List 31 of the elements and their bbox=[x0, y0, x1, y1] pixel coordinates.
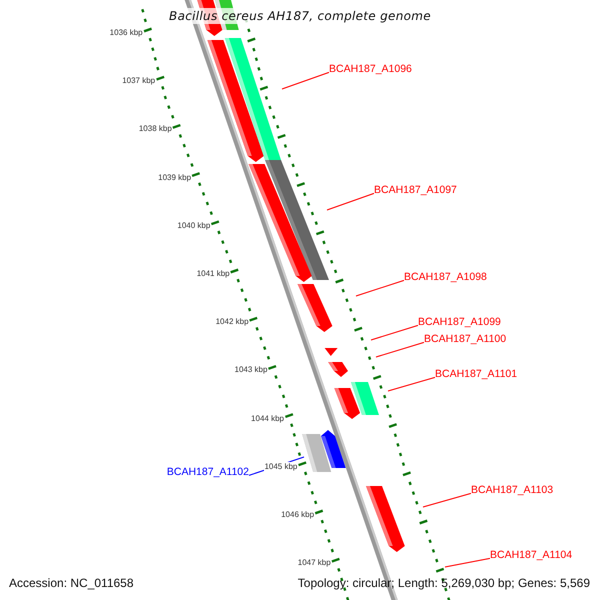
accession-text: Accession: NC_011658 bbox=[9, 576, 134, 590]
gene-label: BCAH187_A1102 bbox=[166, 466, 249, 479]
scale-label: 1036 kbp bbox=[110, 28, 143, 38]
genome-info-text: Topology: circular; Length: 5,269,030 bp; Genes: 5,569 bbox=[298, 576, 590, 590]
leader-line bbox=[356, 280, 404, 296]
gene-label: BCAH187_A1099 bbox=[418, 316, 501, 329]
gene-label: BCAH187_A1101 bbox=[435, 368, 518, 381]
leader-line bbox=[388, 376, 436, 392]
scale-label: 1043 kbp bbox=[234, 365, 268, 376]
scale-label: 1046 kbp bbox=[281, 510, 314, 520]
scale-label: 1047 kbp bbox=[298, 558, 331, 568]
gene-label: BCAH187_A1100 bbox=[424, 333, 506, 346]
gene-label: BCAH187_A1098 bbox=[404, 271, 487, 284]
scale-label: 1042 kbp bbox=[216, 317, 249, 328]
leader-line bbox=[282, 72, 330, 90]
gene-label: BCAH187_A1104 bbox=[490, 549, 572, 562]
leader-line bbox=[370, 324, 418, 340]
leader-line bbox=[376, 342, 424, 358]
gene-label: BCAH187_A1096 bbox=[329, 63, 412, 76]
leader-line bbox=[422, 492, 472, 508]
leader-line bbox=[326, 192, 374, 210]
scale-label: 1041 kbp bbox=[196, 269, 230, 279]
scale-label: 1037 kbp bbox=[122, 76, 156, 86]
scale-label: 1040 kbp bbox=[177, 220, 210, 231]
gene-label: BCAH187_A1103 bbox=[471, 484, 554, 497]
scale-label: 1039 kbp bbox=[158, 172, 192, 183]
scale-label: 1045 kbp bbox=[264, 462, 298, 472]
scale-label: 1038 kbp bbox=[138, 124, 172, 134]
scale-label: 1044 kbp bbox=[251, 414, 284, 424]
gene-label: BCAH187_A1097 bbox=[374, 184, 457, 197]
leader-line bbox=[444, 558, 490, 568]
